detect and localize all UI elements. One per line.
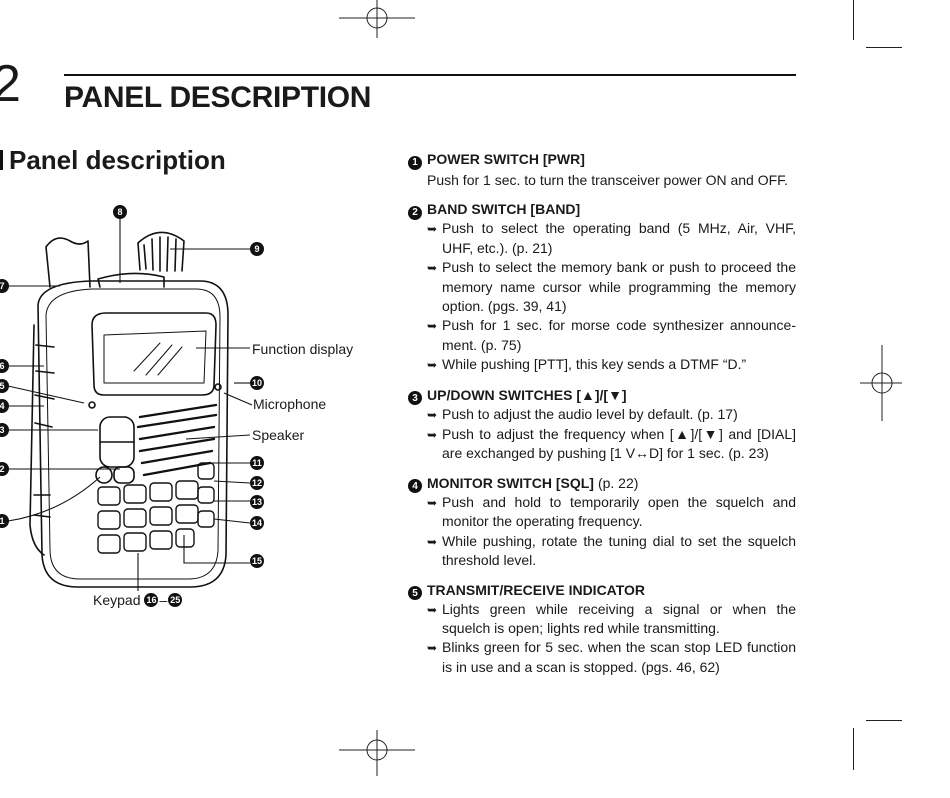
arrow-bullet-icon: ➥ (427, 261, 438, 276)
callout-10: 10 (250, 376, 264, 390)
list-item: ➥Push to adjust the audio level by defau… (408, 405, 796, 425)
function-display-label: Function display (252, 341, 354, 357)
list-item: ➥Push and hold to temporarily open the s… (408, 493, 796, 532)
callout-7: 7 (0, 279, 9, 293)
keypad-keys (97, 462, 215, 554)
item-heading: 4 MONITOR SWITCH [SQL] (p. 22) (408, 474, 796, 494)
list-item: ➥Push to select the operating band (5 MH… (408, 219, 796, 258)
header-rule (64, 74, 796, 76)
item-title: TRANSMIT/RECEIVE INDICATOR (427, 581, 646, 598)
callout-2: 2 (0, 462, 9, 476)
callout-12: 12 (250, 476, 264, 490)
callout-6: 6 (0, 359, 9, 373)
transceiver-diagram (7, 219, 253, 591)
registration-mark-top (339, 0, 415, 38)
item-title: UP/DOWN SWITCHES [▲]/[▼] (427, 386, 627, 403)
item-heading: 2 BAND SWITCH [BAND] (408, 200, 796, 220)
registration-mark-right (860, 345, 902, 421)
speaker-grille (136, 403, 218, 477)
item-body: Push for 1 sec. to turn the transceiver … (427, 172, 789, 188)
list-item: ➥Push to select the memory bank or push … (408, 258, 796, 316)
speaker-label: Speaker (252, 427, 305, 443)
arrow-bullet-icon: ➥ (427, 319, 438, 334)
item-title: BAND SWITCH [BAND] (427, 201, 581, 218)
callout-1: 1 (0, 514, 9, 528)
description-column: 1 POWER SWITCH [PWR] Push for 1 sec. to … (408, 150, 796, 687)
item-tx-rx-indicator: 5 TRANSMIT/RECEIVE INDICATOR ➥Lights gre… (408, 581, 796, 678)
item-monitor-switch: 4 MONITOR SWITCH [SQL] (p. 22) ➥Push and… (408, 474, 796, 571)
chapter-number: 2 (0, 55, 21, 113)
registration-mark-bottom (339, 730, 415, 776)
item-power-switch: 1 POWER SWITCH [PWR] Push for 1 sec. to … (408, 150, 796, 190)
item-heading: 1 POWER SWITCH [PWR] (408, 150, 796, 170)
radio-body (37, 280, 229, 588)
arrow-bullet-icon: ➥ (427, 534, 438, 549)
item-number-badge: 5 (408, 586, 422, 600)
item-number-badge: 4 (408, 479, 422, 494)
page-title: PANEL DESCRIPTION (64, 81, 372, 114)
callout-8: 8 (113, 205, 127, 219)
arrow-bullet-icon: ➥ (427, 358, 438, 373)
section-title-text: Panel description (9, 145, 226, 175)
arrow-bullet-icon: ➥ (427, 495, 438, 510)
keypad-label-text: Keypad (93, 592, 141, 608)
sql-button (95, 466, 113, 484)
callout-4: 4 (0, 399, 9, 413)
callout-13: 13 (250, 495, 264, 509)
item-number-badge: 1 (408, 155, 422, 170)
item-title-page-ref: (p. 22) (597, 474, 639, 491)
arrow-bullet-icon: ➥ (427, 641, 438, 656)
crop-mark-top-right-vertical (853, 0, 854, 40)
callout-3: 3 (0, 423, 9, 437)
item-number-badge: 2 (408, 205, 422, 220)
callout-5: 5 (0, 379, 9, 393)
callout-keypad-end: 25 (168, 593, 183, 607)
list-item: ➥While pushing [PTT], this key sends a D… (408, 355, 796, 375)
item-heading: 5 TRANSMIT/RECEIVE INDICATOR (408, 581, 796, 600)
top-button (97, 272, 165, 288)
crop-mark-bottom-right-horizontal (866, 720, 902, 721)
callout-keypad-start: 16 (144, 593, 159, 607)
item-band-switch: 2 BAND SWITCH [BAND] ➥Push to select the… (408, 200, 796, 375)
keypad-label: Keypad 16 – 25 (93, 592, 183, 608)
arrow-bullet-icon: ➥ (427, 407, 438, 422)
arrow-bullet-icon: ➥ (427, 222, 438, 237)
arrow-bullet-icon: ➥ (427, 428, 438, 443)
list-item: ➥Push for 1 sec. for morse code synthesi… (408, 316, 796, 355)
item-title: POWER SWITCH [PWR] (427, 151, 585, 167)
callout-11: 11 (250, 456, 264, 470)
callout-15: 15 (250, 554, 264, 568)
arrow-bullet-icon: ➥ (427, 602, 438, 617)
section-title: Panel description (0, 145, 226, 176)
antenna (45, 237, 91, 288)
list-item: ➥Push to adjust the frequency when [▲]/[… (408, 425, 796, 464)
list-item: ➥While pushing, rotate the tuning dial t… (408, 532, 796, 571)
callout-14: 14 (250, 516, 264, 530)
section-marker (0, 150, 3, 170)
band-button (113, 466, 135, 484)
crop-mark-bottom-right-vertical (853, 728, 854, 770)
item-title: MONITOR SWITCH [SQL] (427, 474, 594, 491)
crop-mark-top-right-horizontal (866, 47, 902, 48)
callout-9: 9 (250, 242, 264, 256)
microphone-label: Microphone (253, 396, 327, 412)
list-item: ➥Lights green while receiving a signal o… (408, 600, 796, 639)
display-window (91, 312, 217, 396)
tuning-knob (137, 231, 185, 272)
item-up-down-switches: 3 UP/DOWN SWITCHES [▲]/[▼] ➥Push to adju… (408, 386, 796, 464)
item-heading: 3 UP/DOWN SWITCHES [▲]/[▼] (408, 386, 796, 406)
item-number-badge: 3 (408, 391, 422, 406)
list-item: ➥Blinks green for 5 sec. when the scan s… (408, 638, 796, 677)
